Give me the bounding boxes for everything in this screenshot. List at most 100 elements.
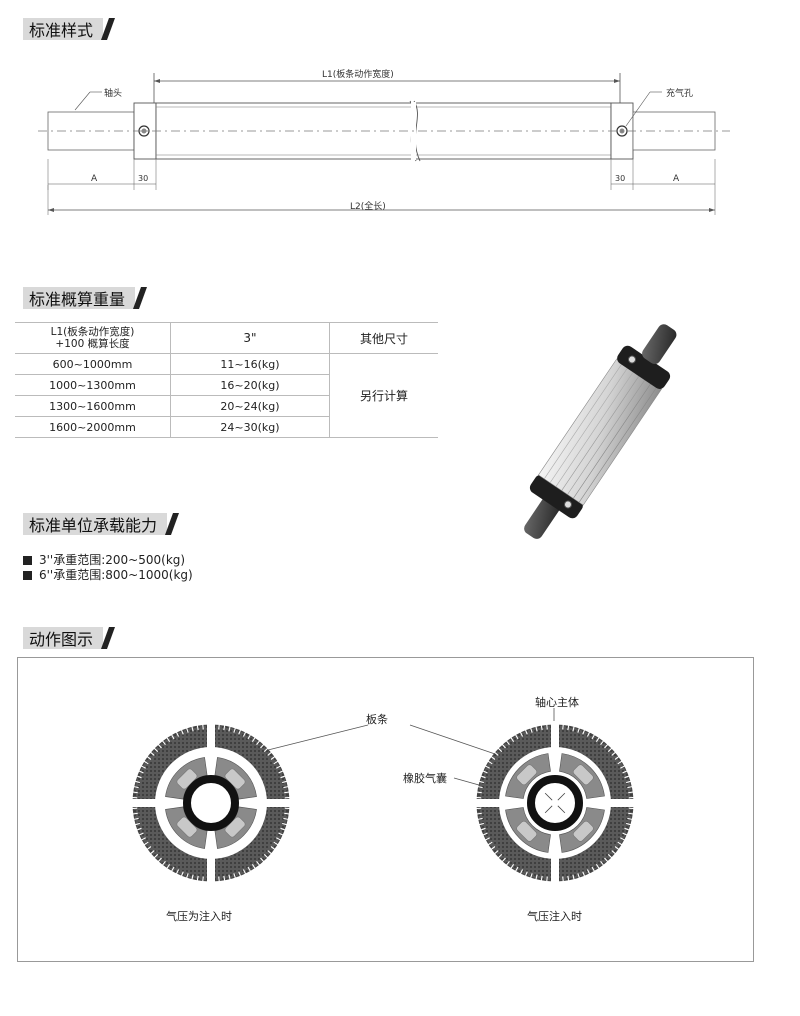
tooth-gap xyxy=(133,822,141,826)
tooth-gap xyxy=(519,730,524,737)
range-cell: 1000~1300mm xyxy=(15,374,171,396)
action-diagram-panel: 板条 轴心主体 橡胶气囊 气压为注入时 气压注入时 xyxy=(17,657,754,962)
tooth-gap xyxy=(280,775,287,779)
tooth-gap xyxy=(276,837,282,842)
tooth-gap xyxy=(479,775,486,779)
rubber-bag xyxy=(176,768,198,790)
slat-gap xyxy=(265,799,293,807)
tooth-gap xyxy=(131,812,138,815)
pressure-arrow xyxy=(557,805,566,814)
table-row: 1300~1600mm 20~24(kg) xyxy=(15,395,438,417)
tooth-gap xyxy=(627,785,634,789)
tooth-gap xyxy=(625,822,633,826)
tooth-gap xyxy=(540,875,543,882)
capacity-item-text: 3''承重范围:200~500(kg) xyxy=(39,553,186,567)
tooth-gap xyxy=(218,876,220,883)
slat-gap xyxy=(207,857,215,885)
tooth-gap xyxy=(140,764,146,769)
tooth-gap xyxy=(256,860,261,867)
section-title: 标准概算重量 xyxy=(23,287,136,309)
tooth-gap xyxy=(165,864,171,870)
tooth-gap xyxy=(260,857,265,863)
l2-label: L2(全长) xyxy=(350,202,386,212)
after-caption: 气压注入时 xyxy=(527,910,582,923)
tooth-gap xyxy=(586,869,591,876)
center-bore xyxy=(192,784,230,822)
tooth-gap xyxy=(283,785,290,789)
tooth-gap xyxy=(577,726,581,733)
tooth-gap xyxy=(137,832,144,837)
tooth-gap xyxy=(273,760,280,765)
tooth-gap xyxy=(247,866,252,873)
tooth-gap xyxy=(145,846,152,851)
tooth-gap xyxy=(477,780,485,784)
tooth-gap xyxy=(476,817,483,821)
tooth-gap xyxy=(135,775,142,779)
tooth-gap xyxy=(509,736,515,742)
tooth-gap xyxy=(191,874,194,881)
bullet-square-icon xyxy=(23,556,32,565)
tooth-gap xyxy=(185,726,189,733)
tooth-gap xyxy=(604,743,609,749)
tooth-gap xyxy=(620,837,626,842)
range-cell: 600~1000mm xyxy=(15,353,171,375)
tooth-gap xyxy=(157,743,162,749)
tooth-gap xyxy=(586,730,591,737)
tooth-gap xyxy=(614,755,621,760)
tooth-gap xyxy=(624,775,631,779)
tooth-gap xyxy=(142,841,149,846)
slat-gap xyxy=(551,721,559,749)
tooth-gap xyxy=(524,728,528,735)
tooth-gap xyxy=(486,760,493,765)
tooth-gap xyxy=(251,736,257,742)
tooth-gap xyxy=(161,860,166,867)
tooth-gap xyxy=(149,850,155,855)
d30-right-label: 30 xyxy=(615,174,626,183)
tooth-gap xyxy=(247,733,252,740)
tooth-gap xyxy=(233,726,237,733)
tooth-gap xyxy=(270,846,277,851)
header-accent xyxy=(101,627,116,649)
tooth-gap xyxy=(481,769,488,774)
pressure-arrow xyxy=(544,792,553,801)
tooth-gap xyxy=(514,866,519,873)
tooth-gap xyxy=(595,864,601,870)
tooth-gap xyxy=(283,817,290,821)
table-row: 1000~1300mm 16~20(kg) xyxy=(15,374,438,396)
tooth-gap xyxy=(546,876,548,883)
tooth-gap xyxy=(620,764,626,769)
rubber-bag xyxy=(516,764,538,786)
tooth-gap xyxy=(622,832,629,837)
tooth-gap xyxy=(489,755,496,760)
tooth-gap xyxy=(133,780,141,784)
center-bore xyxy=(536,784,574,822)
tooth-gap xyxy=(567,875,570,882)
header-l1-line2: +100 概算长度 xyxy=(55,338,130,350)
tooth-gap xyxy=(628,812,635,815)
tooth-gap xyxy=(628,791,635,794)
tooth-gap xyxy=(497,854,503,859)
tooth-gap xyxy=(263,747,269,752)
tooth-gap xyxy=(284,791,291,794)
shaft-drawing xyxy=(38,73,730,215)
shaft-head-label: 轴头 xyxy=(104,89,123,99)
header-accent xyxy=(165,513,180,535)
tooth-gap xyxy=(242,730,247,737)
other-note-cell: 另行计算 xyxy=(329,353,438,438)
tooth-gap xyxy=(481,832,488,837)
tooth-gap xyxy=(137,769,144,774)
tooth-gap xyxy=(157,857,162,863)
weight-cell: 24~30(kg) xyxy=(170,416,330,438)
tooth-gap xyxy=(140,837,146,842)
tooth-gap xyxy=(267,751,273,756)
rubber-bag xyxy=(572,820,594,842)
tooth-gap xyxy=(607,747,613,752)
tooth-gap xyxy=(476,785,483,789)
tooth-gap xyxy=(484,764,490,769)
tooth-gap xyxy=(131,791,138,794)
tooth-gap xyxy=(284,812,291,815)
tooth-gap xyxy=(256,739,261,746)
range-cell: 1300~1600mm xyxy=(15,395,171,417)
tooth-gap xyxy=(501,743,506,749)
rubber-bag xyxy=(176,816,198,838)
